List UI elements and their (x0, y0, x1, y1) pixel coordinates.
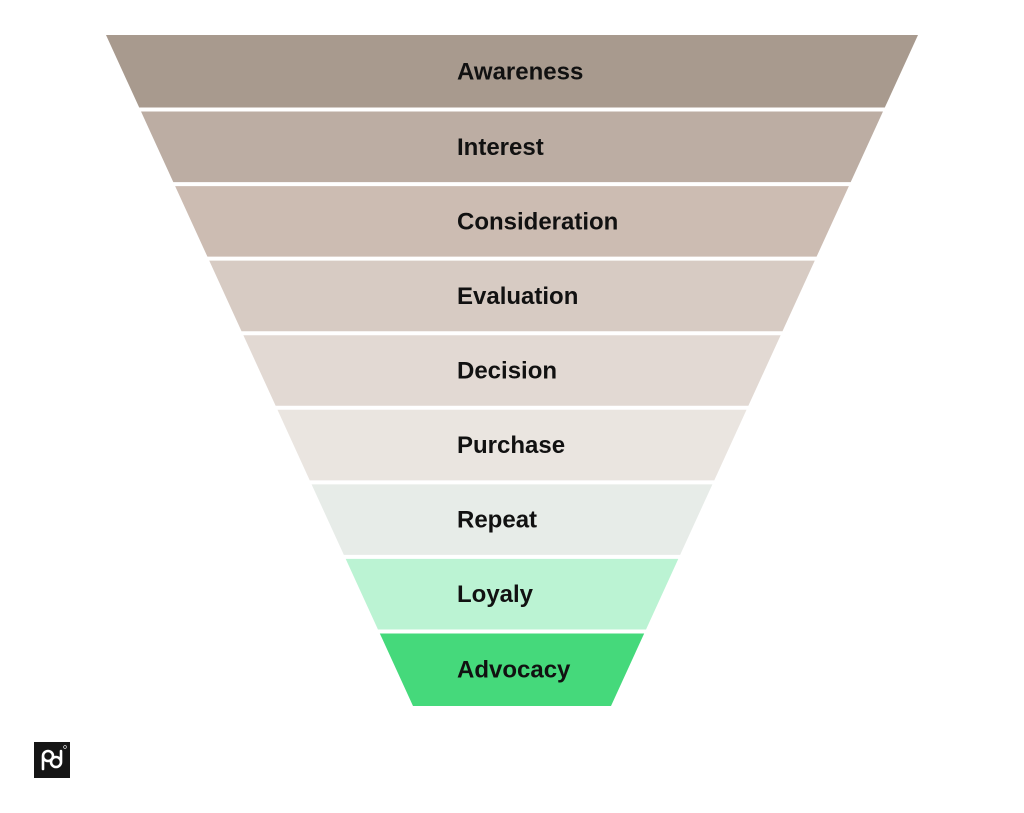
funnel-stage-band (106, 35, 918, 108)
funnel-stage-label: Purchase (457, 432, 565, 459)
funnel-stage-label: Advocacy (457, 657, 571, 684)
funnel-stage-band (379, 633, 645, 706)
funnel-stage-label: Repeat (457, 507, 537, 534)
funnel-stage-label: Decision (457, 358, 557, 385)
pd-logo-icon (41, 745, 67, 771)
funnel-stage-label: Awareness (457, 58, 583, 85)
funnel-stage-band (141, 111, 883, 183)
funnel-stage: Interest (141, 111, 883, 183)
funnel-stage-band (175, 186, 849, 257)
funnel-stage: Consideration (175, 186, 849, 257)
funnel-stage: Decision (243, 335, 781, 406)
funnel-stage-band (243, 335, 781, 406)
funnel-stage-label: Consideration (457, 208, 618, 235)
funnel-stage-band (311, 484, 713, 555)
pd-logo (34, 742, 70, 778)
funnel-stage: Repeat (311, 484, 713, 555)
funnel-stage: Awareness (106, 35, 918, 108)
funnel-stage-band (345, 558, 679, 630)
funnel-stage-band (277, 409, 747, 481)
funnel-stage-label: Evaluation (457, 283, 578, 310)
funnel-stage: Purchase (277, 409, 747, 481)
funnel-stage-label: Loyaly (457, 581, 534, 608)
funnel-stage: Loyaly (345, 558, 679, 630)
funnel-stage: Evaluation (209, 260, 815, 332)
funnel-stage-label: Interest (457, 134, 544, 161)
funnel-stage: Advocacy (379, 633, 645, 706)
funnel-stage-band (209, 260, 815, 332)
